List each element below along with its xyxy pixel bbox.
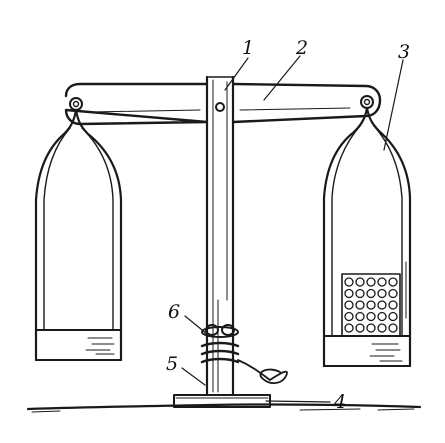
perforation-hole bbox=[388, 288, 398, 299]
perforation-hole bbox=[366, 300, 376, 310]
perforation-hole bbox=[344, 277, 354, 287]
perforation-hole bbox=[377, 311, 387, 322]
label-1: 1 bbox=[242, 37, 254, 59]
perforation-hole bbox=[355, 277, 365, 287]
ground-line bbox=[26, 403, 422, 413]
perforation-hole bbox=[355, 311, 365, 322]
label-6: 6 bbox=[168, 301, 180, 323]
left-pan-hanger bbox=[34, 108, 123, 362]
perforation-hole bbox=[344, 311, 354, 322]
label-2: 2 bbox=[295, 37, 308, 59]
perforation-hole bbox=[344, 323, 354, 333]
leader-lines bbox=[181, 55, 404, 403]
vertical-stand bbox=[205, 75, 235, 397]
perforation-hole bbox=[388, 323, 398, 333]
perforation-hole bbox=[355, 300, 365, 310]
perforation-hole bbox=[388, 311, 398, 322]
perforation-hole bbox=[366, 277, 376, 287]
perforation-hole bbox=[355, 288, 365, 299]
perforation-hole bbox=[377, 277, 387, 287]
right-pan-hanger bbox=[322, 106, 412, 368]
perforation-hole bbox=[344, 300, 354, 310]
label-3: 3 bbox=[398, 41, 410, 63]
label-5: 5 bbox=[166, 353, 178, 375]
perforation-hole bbox=[366, 323, 376, 333]
perforation-hole bbox=[366, 288, 376, 299]
perforation-hole bbox=[366, 311, 376, 322]
perforation-hole bbox=[344, 288, 354, 299]
perforation-hole bbox=[388, 277, 398, 287]
perforation-hole bbox=[377, 288, 387, 299]
rope-knot bbox=[200, 324, 288, 384]
perforation-hole bbox=[377, 323, 387, 333]
perforation-hole bbox=[355, 323, 365, 333]
perforation-hole bbox=[377, 300, 387, 310]
label-4: 4 bbox=[333, 391, 346, 413]
perforation-hole bbox=[388, 300, 398, 310]
perforated-block-holes bbox=[344, 277, 398, 333]
